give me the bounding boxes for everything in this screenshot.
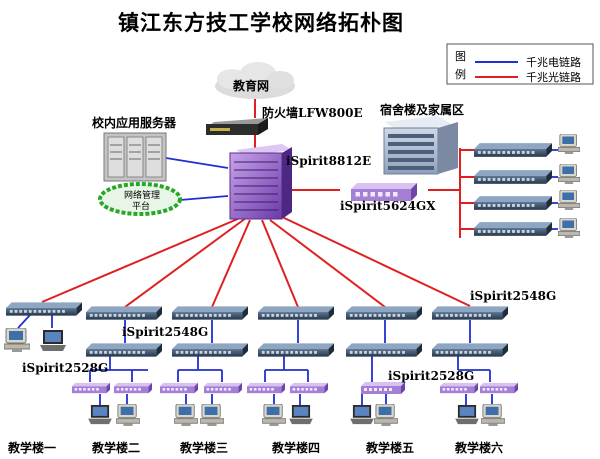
- bldg6-switch-2: [432, 343, 508, 357]
- bldg4-access-1: [247, 382, 285, 394]
- desktop-pc-icon: [558, 164, 580, 184]
- dorm-switch-label: iSpirit5624GX: [340, 199, 436, 213]
- bldg2-access-2: [114, 382, 152, 394]
- desktop-pc-icon: [558, 190, 580, 210]
- switch-label-middle: iSpirit2548G: [122, 325, 208, 339]
- core-switch-device: [229, 144, 292, 220]
- bldg4-access-2: [290, 382, 328, 394]
- internet-cloud: 教育网: [215, 62, 295, 99]
- bldg6-switch: [432, 306, 508, 320]
- building-label-6: 教学楼六: [454, 440, 503, 455]
- bldg6-access-2: [480, 382, 518, 394]
- firewall-label: 防火墙LFW800E: [262, 105, 363, 120]
- dorm-building-icon: [383, 116, 458, 175]
- desktop-pc-icon: [374, 404, 398, 426]
- mgmt-platform: 网络管理 平台: [98, 182, 182, 216]
- switch-label-right-access: iSpirit2528G: [388, 369, 474, 383]
- bldg1-switch: [6, 302, 82, 316]
- desktop-pc-icon: [174, 404, 198, 426]
- desktop-pc-icon: [558, 218, 580, 238]
- legend: 图 例 千兆电链路 千兆光链路: [446, 43, 594, 85]
- dorm-access-switch-4: [474, 222, 552, 236]
- bldg3-switch: [172, 306, 248, 320]
- building-label-4: 教学楼四: [271, 440, 320, 455]
- bldg2-switch: [86, 306, 162, 320]
- bldg5-switch: [346, 306, 422, 320]
- copper-links: [17, 149, 558, 405]
- bldg5-switch-2: [346, 343, 422, 357]
- bldg3-access-2: [204, 382, 242, 394]
- laptop-icon: [350, 405, 374, 425]
- fiber-links: [41, 98, 476, 308]
- desktop-pc-icon: [4, 328, 30, 352]
- building-label-5: 教学楼五: [365, 440, 414, 455]
- bldg5-access: [361, 382, 405, 394]
- laptop-icon: [455, 405, 479, 425]
- legend-fiber-label: 千兆光链路: [526, 70, 581, 84]
- desktop-pc-icon: [116, 404, 140, 426]
- bldg3-access-1: [160, 382, 198, 394]
- servers-label: 校内应用服务器: [92, 115, 177, 130]
- bldg4-switch-2: [258, 343, 334, 357]
- legend-heading-1: 图: [455, 50, 466, 63]
- bldg6-access-1: [440, 382, 478, 394]
- laptop-icon: [289, 405, 313, 425]
- building-label-3: 教学楼三: [179, 440, 228, 455]
- laptop-icon: [88, 405, 112, 425]
- core-switch-label: iSpirit8812E: [286, 154, 371, 168]
- bldg3-switch-2: [172, 343, 248, 357]
- bldg4-switch: [258, 306, 334, 320]
- building-label-2: 教学楼二: [91, 440, 140, 455]
- bldg2-access-1: [72, 382, 110, 394]
- firewall-device: [206, 118, 268, 135]
- legend-copper-label: 千兆电链路: [526, 55, 581, 69]
- internet-label: 教育网: [232, 78, 269, 93]
- desktop-pc-icon: [558, 134, 580, 154]
- dorm-access-switch-2: [474, 170, 552, 184]
- desktop-pc-icon: [262, 404, 286, 426]
- legend-heading-2: 例: [455, 67, 466, 81]
- switch-label-top-right: iSpirit2548G: [470, 289, 556, 303]
- dorm-access-switch-3: [474, 196, 552, 210]
- building-label-1: 教学楼一: [7, 440, 56, 455]
- dorm-access-switch-1: [474, 143, 552, 157]
- diagram-title: 镇江东方技工学校网络拓朴图: [118, 10, 404, 35]
- switch-label-left-access: iSpirit2528G: [22, 361, 108, 375]
- dorm-label: 宿舍楼及家属区: [380, 102, 464, 117]
- mgmt-label-line2: 平台: [132, 200, 150, 212]
- desktop-pc-icon: [200, 404, 224, 426]
- desktop-pc-icon: [481, 404, 505, 426]
- bldg2-switch-2: [86, 343, 162, 357]
- mgmt-label-line1: 网络管理: [124, 189, 160, 201]
- server-rack-icon: [103, 132, 167, 182]
- laptop-icon: [40, 330, 66, 351]
